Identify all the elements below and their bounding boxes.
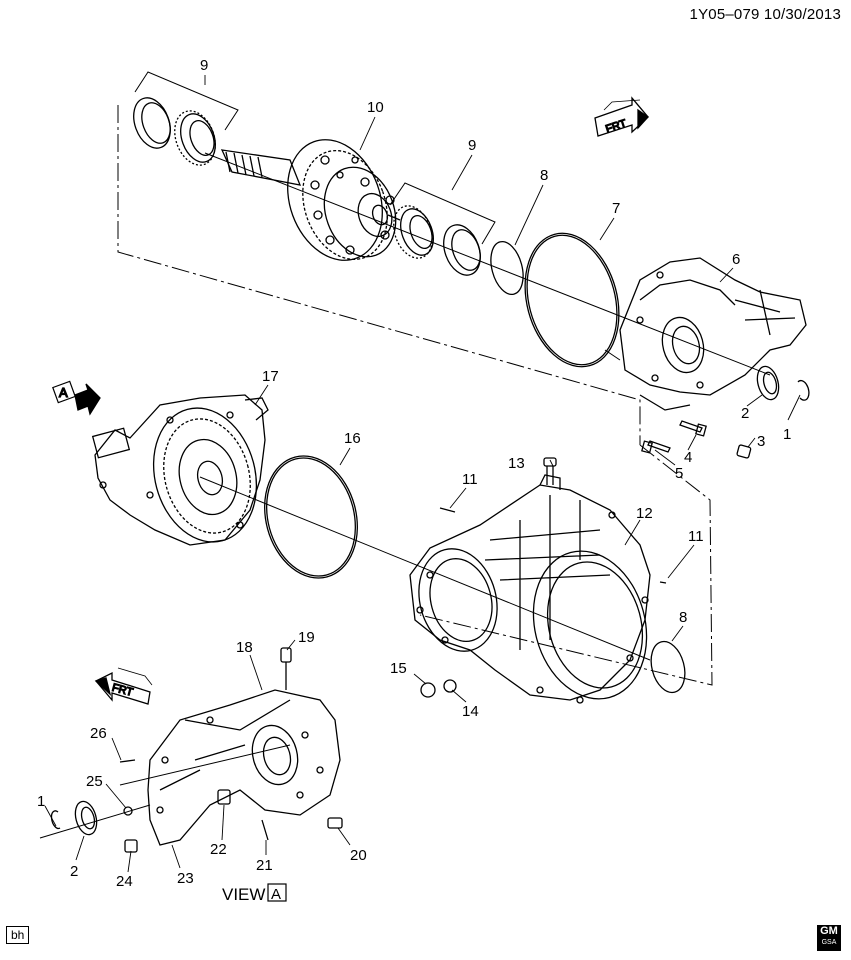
callout-10: 10 bbox=[367, 99, 384, 116]
callout-8-lower: 8 bbox=[679, 609, 687, 626]
gm-logo-sub: GSA bbox=[821, 939, 837, 946]
callout-19: 19 bbox=[298, 629, 315, 646]
callout-2-lower: 2 bbox=[70, 863, 78, 880]
front-tag-lower: FRT bbox=[111, 682, 135, 699]
centerlines bbox=[39, 152, 771, 839]
callout-18: 18 bbox=[236, 639, 253, 656]
view-a-tag-box bbox=[267, 883, 287, 902]
pump-assembly bbox=[91, 394, 269, 546]
assembly-boundary-lines bbox=[117, 105, 713, 686]
callout-2-upper: 2 bbox=[741, 405, 749, 422]
callout-17: 17 bbox=[262, 368, 279, 385]
diagram-reference-header: 1Y05–079 10/30/2013 bbox=[689, 6, 841, 23]
dowel-pins bbox=[439, 507, 667, 584]
callout-26: 26 bbox=[90, 725, 107, 742]
front-arrow-lower bbox=[94, 667, 153, 705]
bolt-13 bbox=[543, 457, 557, 485]
seal-upper bbox=[756, 365, 780, 401]
view-a-tag-lower: A bbox=[271, 886, 281, 903]
view-a-tag-upper: A bbox=[59, 385, 68, 400]
callout-8-upper: 8 bbox=[540, 167, 548, 184]
callout-25: 25 bbox=[86, 773, 103, 790]
callout-9-left: 9 bbox=[200, 57, 208, 74]
callout-4: 4 bbox=[684, 449, 692, 466]
callout-24: 24 bbox=[116, 873, 133, 890]
shim-upper bbox=[490, 240, 524, 296]
callout-5: 5 bbox=[675, 465, 683, 482]
bracket-9-left bbox=[134, 71, 239, 131]
callout-11-right: 11 bbox=[688, 528, 704, 545]
leader-lines bbox=[44, 75, 801, 873]
callout-23: 23 bbox=[177, 870, 194, 887]
callout-11-left: 11 bbox=[462, 471, 478, 488]
front-arrow-upper bbox=[594, 96, 649, 137]
gm-logo-text: GM bbox=[820, 925, 838, 937]
callout-numbers: 9 10 9 8 7 6 2 1 3 4 5 17 16 13 11 12 11… bbox=[37, 57, 791, 890]
callout-13: 13 bbox=[508, 455, 525, 472]
plug-14-15 bbox=[420, 679, 457, 698]
bolts-group-3-4-5 bbox=[641, 420, 752, 459]
gm-logo: GM GSA bbox=[817, 925, 841, 951]
corner-code: bh bbox=[6, 926, 30, 944]
callout-1-upper: 1 bbox=[783, 426, 791, 443]
callout-15: 15 bbox=[390, 660, 407, 677]
callout-22: 22 bbox=[210, 841, 227, 858]
housing-right bbox=[619, 257, 807, 411]
callout-3: 3 bbox=[757, 433, 765, 450]
view-a-housing bbox=[147, 689, 341, 846]
view-a-label: VIEW bbox=[222, 885, 265, 904]
bracket-9-middle bbox=[389, 182, 496, 245]
o-ring-middle bbox=[264, 455, 358, 579]
o-ring-large-upper bbox=[524, 232, 620, 368]
callout-6: 6 bbox=[732, 251, 740, 268]
callout-21: 21 bbox=[256, 857, 273, 874]
snap-ring-upper bbox=[797, 379, 810, 401]
callout-16: 16 bbox=[344, 430, 361, 447]
bearing-race-middle bbox=[443, 224, 481, 276]
callout-9-middle: 9 bbox=[468, 137, 476, 154]
view-a-fasteners bbox=[50, 647, 343, 853]
bearing-cone-middle bbox=[393, 205, 434, 259]
callout-14: 14 bbox=[462, 703, 479, 720]
callout-7: 7 bbox=[612, 200, 620, 217]
shim-lower bbox=[650, 640, 686, 694]
callout-1-lower: 1 bbox=[37, 793, 45, 810]
callout-12: 12 bbox=[636, 505, 653, 522]
housing-center bbox=[409, 474, 651, 704]
bearing-race-left bbox=[133, 97, 171, 149]
differential-assembly bbox=[220, 139, 401, 261]
view-a-arrow bbox=[52, 380, 101, 416]
callout-20: 20 bbox=[350, 847, 367, 864]
bearing-cone-left bbox=[174, 110, 216, 166]
